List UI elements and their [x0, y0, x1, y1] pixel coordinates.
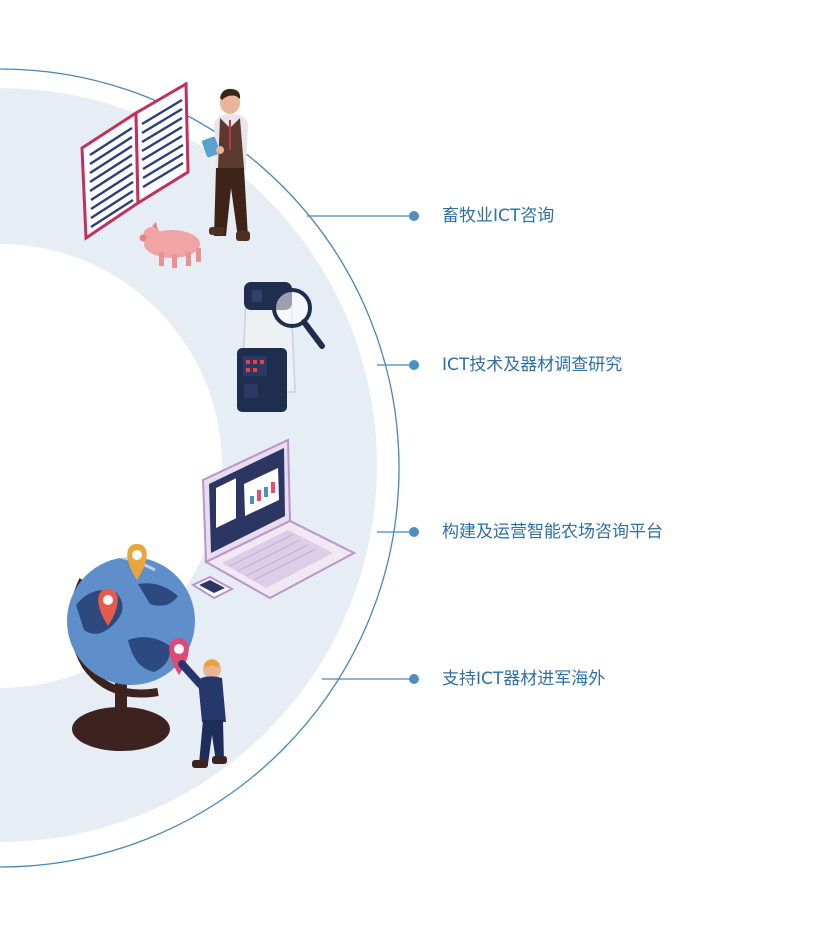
service-label-ict-overseas-support: 支持ICT器材进军海外 [442, 669, 606, 689]
connector-2 [377, 360, 419, 370]
service-label-livestock-ict-consulting: 畜牧业ICT咨询 [442, 206, 555, 226]
globe-pins-illustration [67, 544, 227, 768]
connector-3 [377, 527, 419, 537]
connector-1 [307, 211, 419, 221]
service-label-smart-farm-platform: 构建及运营智能农场咨询平台 [442, 522, 663, 542]
outer-arc [0, 68, 400, 868]
service-label-ict-equipment-research: ICT技术及器材调查研究 [442, 355, 623, 375]
device-magnifier-illustration [237, 282, 325, 412]
connector-dot [409, 211, 419, 221]
laptop-dashboard-illustration [190, 438, 357, 600]
connector-dot [409, 360, 419, 370]
book-farmer-pig-illustration [80, 81, 250, 268]
connector-dot [409, 527, 419, 537]
connector-4 [322, 674, 419, 684]
ring-band [0, 88, 377, 842]
connector-dot [409, 674, 419, 684]
